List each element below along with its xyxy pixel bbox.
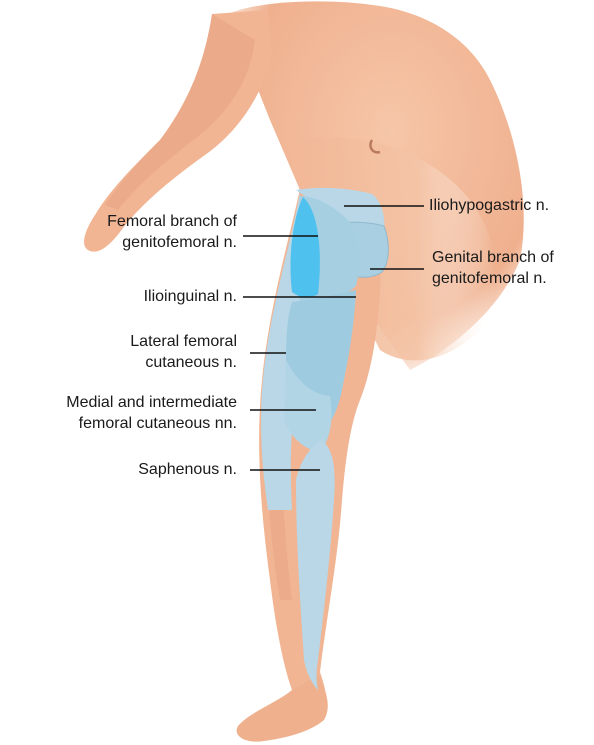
label-medial-intermediate: Medial and intermediate femoral cutaneou… xyxy=(66,392,237,434)
label-lateral-femoral-line1: Lateral femoral xyxy=(130,331,237,352)
label-femoral-branch: Femoral branch of genitofemoral n. xyxy=(107,211,237,253)
label-iliohypogastric: Iliohypogastric n. xyxy=(429,195,549,216)
label-saphenous-line1: Saphenous n. xyxy=(138,459,237,480)
label-genital-branch-line1: Genital branch of xyxy=(432,247,554,268)
label-lateral-femoral: Lateral femoral cutaneous n. xyxy=(130,331,237,373)
label-femoral-branch-line2: genitofemoral n. xyxy=(107,232,237,253)
label-ilioinguinal-line1: Ilioinguinal n. xyxy=(144,286,237,307)
label-genital-branch-line2: genitofemoral n. xyxy=(432,268,554,289)
label-medial-intermediate-line1: Medial and intermediate xyxy=(66,392,237,413)
label-ilioinguinal: Ilioinguinal n. xyxy=(144,286,237,307)
label-saphenous: Saphenous n. xyxy=(138,459,237,480)
label-femoral-branch-line1: Femoral branch of xyxy=(107,211,237,232)
label-iliohypogastric-line1: Iliohypogastric n. xyxy=(429,195,549,216)
label-genital-branch: Genital branch of genitofemoral n. xyxy=(432,247,554,289)
label-medial-intermediate-line2: femoral cutaneous nn. xyxy=(66,413,237,434)
label-lateral-femoral-line2: cutaneous n. xyxy=(130,352,237,373)
